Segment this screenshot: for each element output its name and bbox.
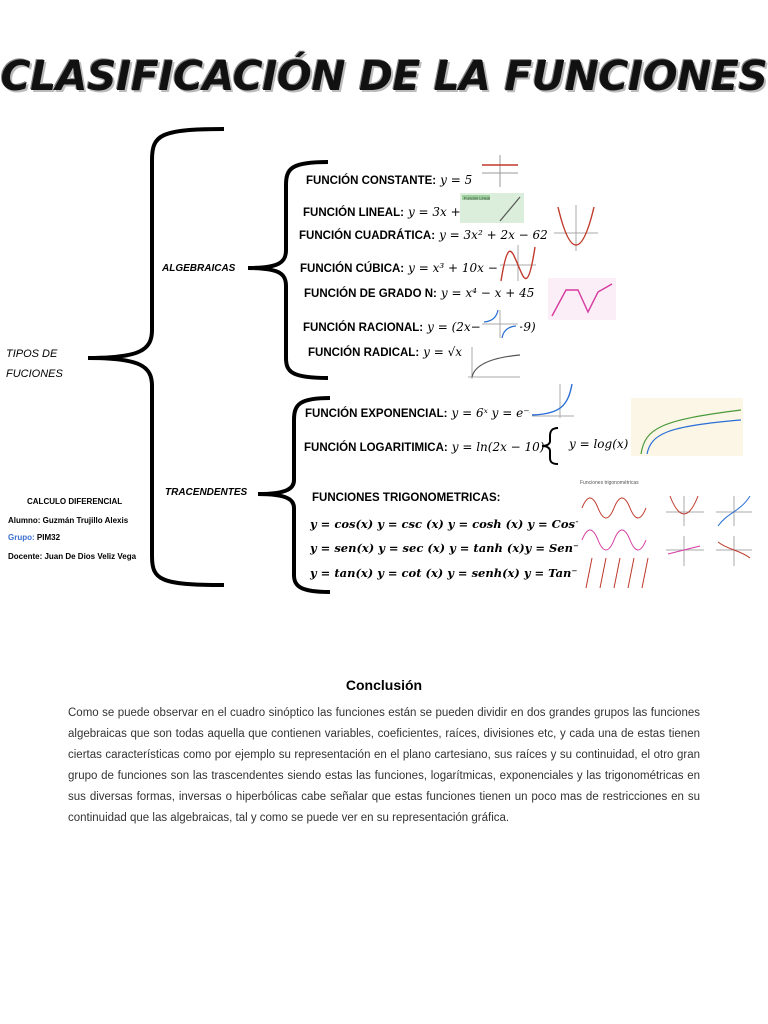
conclusion-body: Como se puede observar en el cuadro sinó…: [68, 707, 700, 824]
conclusion-title: Conclusión: [345, 677, 423, 693]
graph-radical-image: [462, 343, 522, 381]
course-name: CALCULO DIFERENCIAL: [27, 497, 123, 506]
graph-cuadratica-image: [552, 203, 600, 253]
graph-logaritmica-image: [631, 398, 743, 456]
branch-algebraicas: ALGEBRAICAS: [162, 263, 236, 274]
fn-cubica: FUNCIÓN CÚBICA:y = x³ + 10x − 3: [300, 261, 510, 275]
fn-constante: FUNCIÓN CONSTANTE:y = 5: [306, 173, 473, 187]
student-name: Alumno: Guzmán Trujillo Alexis: [8, 516, 129, 525]
log-brace: [541, 427, 559, 465]
fn-grado-n: FUNCIÓN DE GRADO N:y = x⁴ − x + 45: [304, 286, 535, 300]
graph-constante-image: [480, 153, 520, 189]
graph-lineal-image: Función Lineal: [460, 193, 524, 223]
algebraic-bracket: [247, 160, 329, 380]
main-bracket: [87, 127, 225, 587]
graph-grado-n-image: [548, 278, 616, 320]
log-note: y = log(x): [569, 437, 629, 451]
synoptic-brackets: [87, 127, 559, 594]
trig-row-3: y = tan(x) y = cot (x) y = senh(x) y = T…: [310, 566, 601, 580]
trig-thumb-title: Funciones trigonométricas: [580, 480, 639, 486]
graph-trigonometricas-image: Funciones trigonométricas: [578, 478, 654, 596]
page-title: CLASIFICACIÓN DE LA FUNCIONES: [0, 52, 768, 100]
fn-logaritmica: FUNCIÓN LOGARITIMICA:y = ln(2x − 10): [304, 440, 545, 454]
fn-radical: FUNCIÓN RADICAL:y = √x: [308, 345, 463, 359]
graph-exponencial-image: [530, 382, 576, 420]
fn-cuadratica: FUNCIÓN CUADRÁTICA:y = 3x² + 2x − 62: [299, 228, 548, 242]
graph-hiperbolicas-image: [664, 492, 754, 568]
graph-racional-image: [480, 308, 520, 340]
trig-title: FUNCIONES TRIGONOMETRICAS:: [312, 492, 501, 504]
trig-row-1: y = cos(x) y = csc (x) y = cosh (x) y = …: [310, 517, 604, 531]
transcendent-bracket: [257, 396, 331, 594]
group: Grupo: PIM32: [8, 533, 61, 542]
fn-exponencial: FUNCIÓN EXPONENCIAL:y = 6ˣ y = e⁻²ˣ: [305, 406, 539, 420]
linear-thumb-label: Función Lineal: [464, 196, 490, 201]
branch-trascendentes: TRACENDENTES: [165, 487, 248, 498]
teacher-name: Docente: Juan De Dios Veliz Vega: [8, 552, 137, 561]
graph-cubica-image: [498, 243, 538, 283]
root-label: TIPOS DE FUCIONES: [6, 348, 63, 380]
trig-row-2: y = sen(x) y = sec (x) y = tanh (x)y = S…: [310, 541, 602, 555]
fn-lineal: FUNCIÓN LINEAL:y = 3x + 5: [303, 205, 473, 219]
